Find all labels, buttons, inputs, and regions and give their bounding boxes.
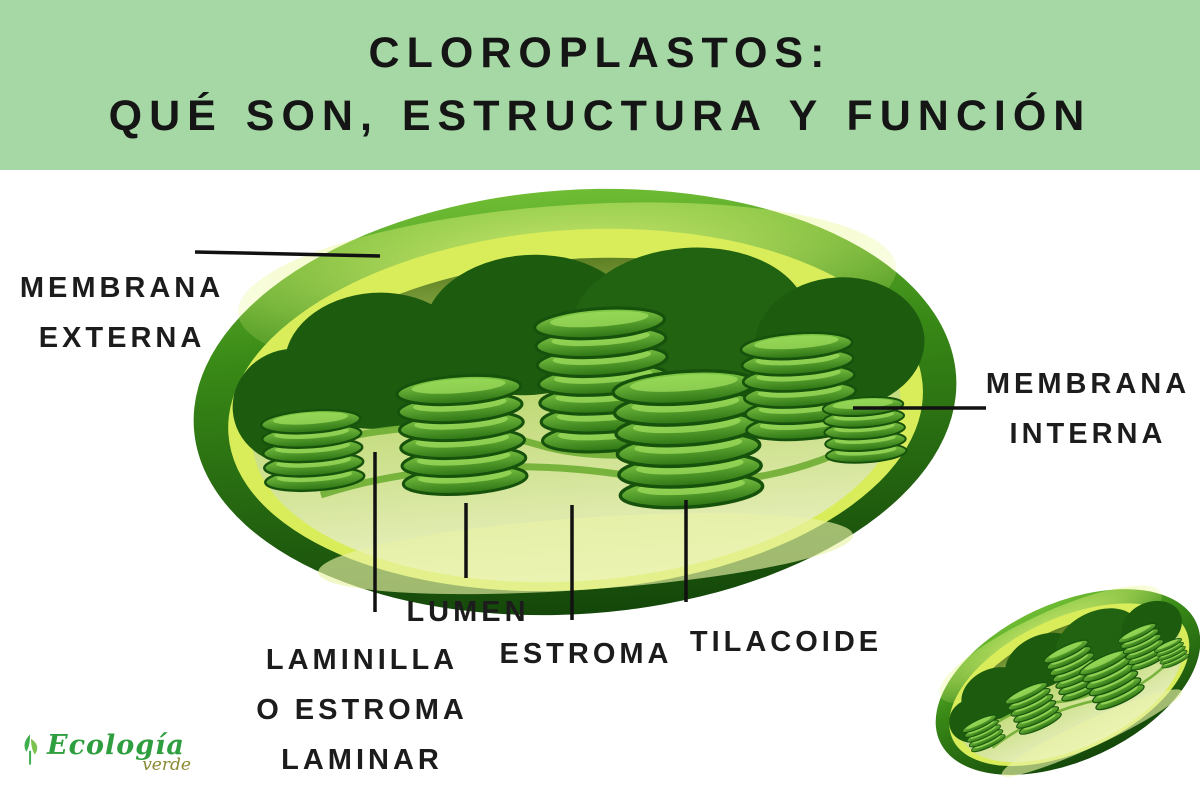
- page-title-line-1: CLOROPLASTOS:: [368, 28, 832, 77]
- label-membrana-interna: MEMBRANA INTERNA: [986, 360, 1190, 460]
- label-line: LAMINILLA: [265, 644, 459, 676]
- label-laminilla: LAMINILLA O ESTROMA LAMINAR: [256, 636, 468, 786]
- label-line: MEMBRANA: [985, 368, 1191, 400]
- logo-text: Ecología verde: [47, 730, 191, 775]
- label-line: INTERNA: [1009, 417, 1167, 450]
- label-line: O ESTROMA: [256, 693, 468, 726]
- pointer-lines: [194, 250, 986, 620]
- logo-word-verde: verde: [142, 755, 191, 775]
- label-line: LAMINAR: [281, 743, 443, 776]
- label-line: EXTERNA: [38, 321, 206, 354]
- label-tilacoide: TILACOIDE: [689, 626, 883, 658]
- label-lumen: LUMEN: [406, 596, 530, 628]
- leaf-icon: [24, 734, 38, 765]
- label-line: MEMBRANA: [19, 272, 225, 304]
- title-banner: CLOROPLASTOS: QUÉ SON, ESTRUCTURA Y FUNC…: [0, 0, 1200, 170]
- pointer-membrana-externa: [194, 250, 381, 258]
- ecologia-verde-logo: Ecología verde: [20, 730, 191, 775]
- main-chloroplast-illustration: [179, 164, 971, 640]
- label-membrana-externa: MEMBRANA EXTERNA: [20, 264, 224, 364]
- logo-word-ecologia: Ecología: [47, 730, 185, 761]
- page-title-line-2: QUÉ SON, ESTRUCTURA Y FUNCIÓN: [108, 92, 1092, 140]
- label-estroma: ESTROMA: [499, 638, 673, 670]
- small-chloroplast-illustration: [907, 551, 1200, 800]
